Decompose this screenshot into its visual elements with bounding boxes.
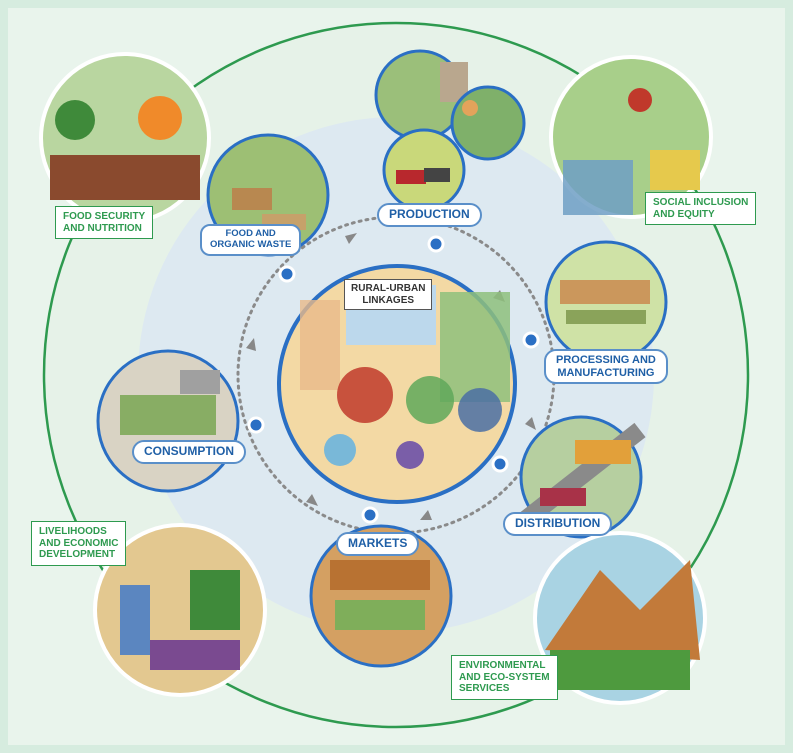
arrow-1 [345,233,357,244]
arrow-5 [306,494,318,506]
theme-label-social-inclusion: SOCIAL INCLUSION AND EQUITY [645,192,757,225]
arrow-6 [246,338,256,351]
livelihoods-illustration [93,523,267,697]
arrow-3 [525,417,536,430]
node-processing [522,331,540,349]
distribution-illustration [519,415,646,539]
node-waste [278,265,296,283]
stage-label-consumption: CONSUMPTION [132,440,246,464]
stage-label-waste: FOOD AND ORGANIC WASTE [200,224,302,256]
cycle-nodes [247,235,540,524]
stage-label-processing: PROCESSING AND MANUFACTURING [544,349,668,385]
food-security-illustration [39,52,211,224]
theme-label-environmental: ENVIRONMENTAL AND ECO-SYSTEM SERVICES [451,655,558,700]
environmental-illustration [533,531,707,705]
node-distribution [491,455,509,473]
theme-label-livelihoods: LIVELIHOODS AND ECONOMIC DEVELOPMENT [31,521,127,566]
node-markets [361,506,379,524]
node-consumption [247,416,265,434]
stage-label-markets: MARKETS [336,532,420,556]
arrow-4 [420,510,432,520]
social-inclusion-illustration [549,55,713,219]
node-production [427,235,445,253]
consumption-illustration [96,349,240,493]
processing-illustration [544,240,668,364]
theme-label-food-security: FOOD SECURITY AND NUTRITION [55,206,154,239]
center-label: RURAL-URBAN LINKAGES [344,279,433,310]
stage-label-distribution: DISTRIBUTION [503,512,613,536]
production-illustration [374,49,526,212]
stage-label-production: PRODUCTION [377,203,482,227]
markets-illustration [309,524,453,668]
